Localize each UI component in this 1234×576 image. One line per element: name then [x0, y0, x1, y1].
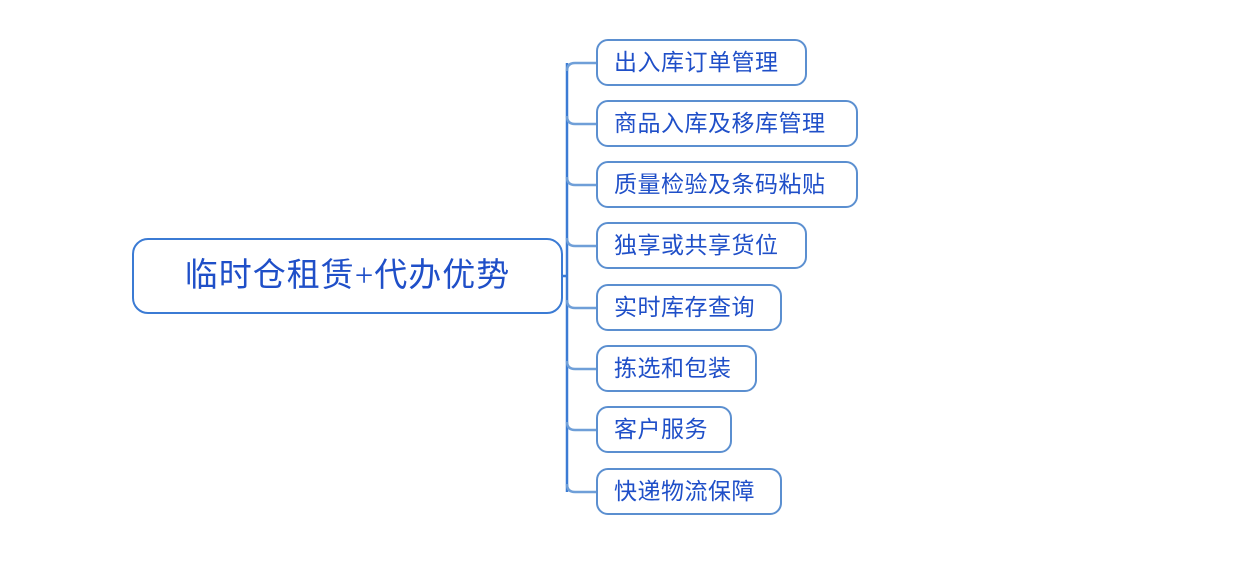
child-node-7-label: 客户服务	[614, 417, 708, 442]
root-node[interactable]: 临时仓租赁+代办优势	[132, 238, 563, 314]
connector-branch-3	[565, 176, 596, 187]
child-node-2[interactable]: 商品入库及移库管理	[596, 100, 858, 147]
child-node-2-label: 商品入库及移库管理	[614, 111, 826, 136]
child-node-3-label: 质量检验及条码粘贴	[614, 172, 826, 197]
connector-branch-1	[565, 61, 596, 72]
child-node-5-label: 实时库存查询	[614, 295, 755, 320]
root-node-label: 临时仓租赁+代办优势	[184, 257, 511, 294]
connector-branch-8	[565, 483, 596, 494]
connector-branch-6	[565, 360, 596, 371]
child-node-1[interactable]: 出入库订单管理	[596, 39, 807, 86]
child-node-7[interactable]: 客户服务	[596, 406, 732, 453]
connector-branch-5	[565, 299, 596, 310]
child-node-4-label: 独享或共享货位	[614, 233, 779, 258]
child-node-6[interactable]: 拣选和包装	[596, 345, 757, 392]
child-node-8-label: 快递物流保障	[614, 479, 755, 504]
connector-branch-2	[565, 115, 596, 126]
child-node-3[interactable]: 质量检验及条码粘贴	[596, 161, 858, 208]
child-node-6-label: 拣选和包装	[614, 356, 732, 381]
child-node-4[interactable]: 独享或共享货位	[596, 222, 807, 269]
connector-branch-7	[565, 421, 596, 432]
child-node-1-label: 出入库订单管理	[614, 50, 779, 75]
connector-branch-4	[565, 237, 596, 248]
child-node-8[interactable]: 快递物流保障	[596, 468, 782, 515]
child-node-5[interactable]: 实时库存查询	[596, 284, 782, 331]
